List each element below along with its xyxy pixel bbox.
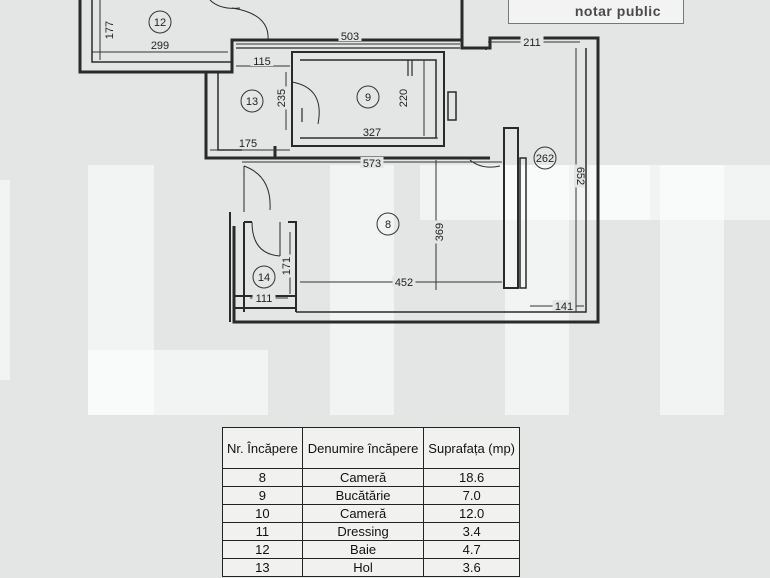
room-area-cell: 3.4 bbox=[423, 522, 520, 541]
room-number-cell: 11 bbox=[222, 522, 303, 541]
notary-stamp: notar public bbox=[508, 0, 684, 24]
table-header-row: Nr. Încăpere Denumire încăpere Suprafața… bbox=[222, 427, 520, 469]
room-name-cell: Dressing bbox=[301, 522, 425, 541]
header-room-number: Nr. Încăpere bbox=[222, 427, 303, 469]
room-name-cell: Baie bbox=[301, 540, 425, 559]
room-name-cell: Bucătărie bbox=[301, 486, 425, 505]
room-area-cell: 12.0 bbox=[423, 504, 520, 523]
room-number-cell: 10 bbox=[222, 504, 303, 523]
room-name-cell: Cameră bbox=[301, 504, 425, 523]
room-number-label: 13 bbox=[246, 96, 258, 108]
dimension-label: 111 bbox=[256, 293, 273, 305]
dimension-label: 175 bbox=[239, 138, 257, 150]
room-circles bbox=[148, 10, 557, 289]
dimension-label: 369 bbox=[434, 223, 446, 241]
room-name-cell: Hol bbox=[301, 558, 425, 577]
room-number-cell: 9 bbox=[222, 486, 303, 505]
room-number-label: 262 bbox=[536, 153, 554, 165]
room-area-cell: 7.0 bbox=[423, 486, 520, 505]
room-area-table: Nr. Încăpere Denumire încăpere Suprafața… bbox=[222, 427, 520, 577]
dimension-label: 452 bbox=[395, 277, 413, 289]
room-number-cell: 12 bbox=[222, 540, 303, 559]
dimension-label: 177 bbox=[104, 21, 116, 39]
room-number-cell: 13 bbox=[222, 558, 303, 577]
room-area-cell: 4.7 bbox=[423, 540, 520, 559]
dimension-label: 503 bbox=[341, 31, 359, 43]
room-number-label: 9 bbox=[365, 92, 371, 104]
dimension-label: 211 bbox=[523, 37, 541, 49]
dimension-label: 299 bbox=[151, 40, 169, 52]
dimension-label: 327 bbox=[363, 127, 381, 139]
dimension-label: 235 bbox=[276, 89, 288, 107]
dimension-label: 652 bbox=[574, 167, 586, 185]
dimension-label: 115 bbox=[253, 56, 271, 68]
dimension-label: 220 bbox=[398, 89, 410, 107]
room-number-label: 12 bbox=[154, 17, 166, 29]
header-room-name: Denumire încăpere bbox=[301, 427, 425, 469]
header-room-area: Suprafața (mp) bbox=[423, 427, 520, 469]
room-area-cell: 18.6 bbox=[423, 468, 520, 487]
dimension-label: 141 bbox=[555, 301, 573, 313]
room-area-cell: 3.6 bbox=[423, 558, 520, 577]
room-number-label: 14 bbox=[258, 272, 270, 284]
room-number-label: 8 bbox=[385, 219, 391, 231]
watermark bbox=[0, 165, 770, 415]
dimension-label: 573 bbox=[363, 158, 381, 170]
room-number-cell: 8 bbox=[222, 468, 303, 487]
dimension-label: 171 bbox=[281, 257, 293, 275]
room-name-cell: Cameră bbox=[301, 468, 425, 487]
